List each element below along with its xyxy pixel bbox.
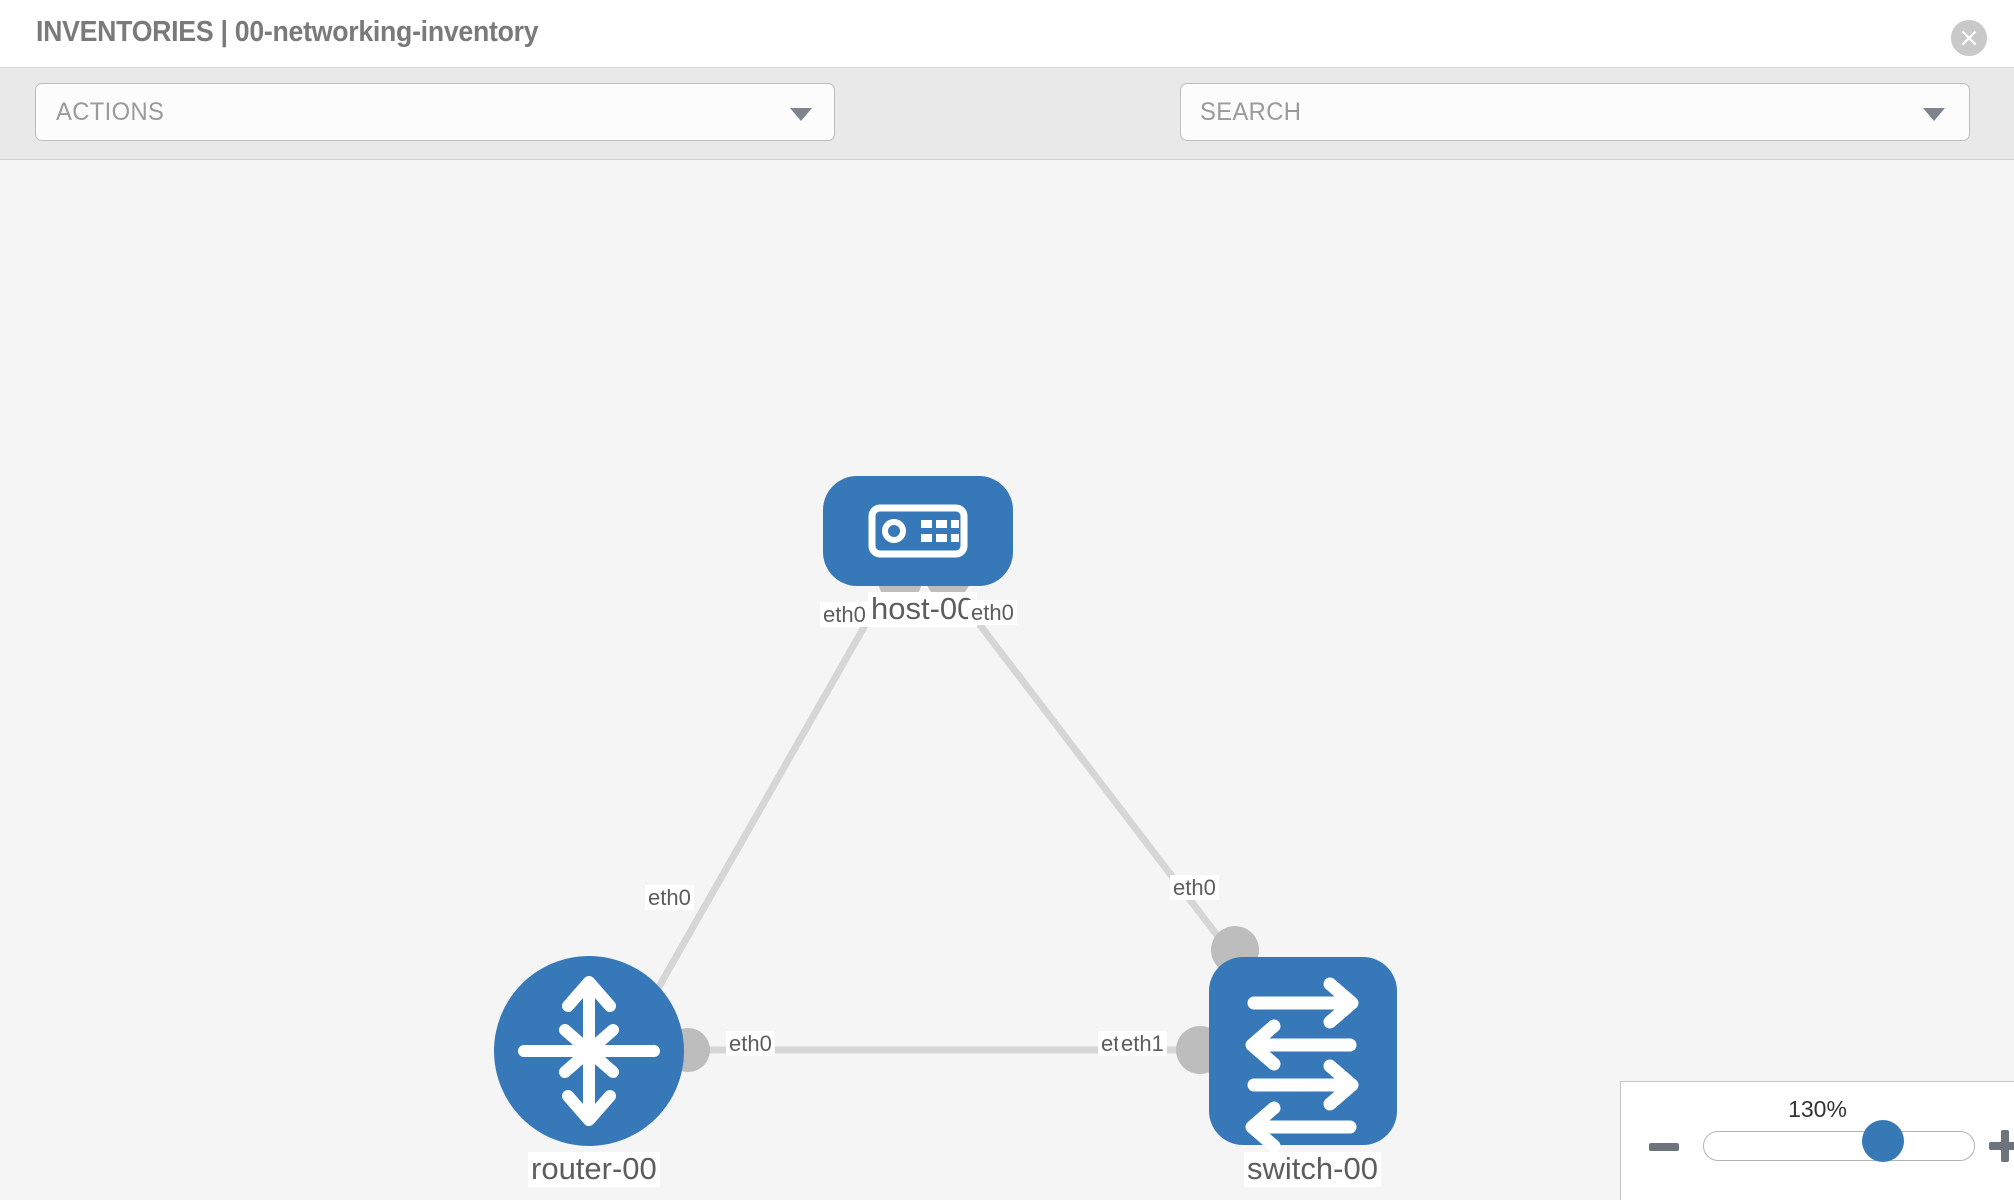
- zoom-slider[interactable]: [1703, 1131, 1975, 1161]
- search-placeholder-label: SEARCH: [1200, 98, 1302, 126]
- node-label-host-00: host-00: [868, 592, 978, 627]
- minus-icon[interactable]: [1649, 1143, 1679, 1151]
- close-icon[interactable]: [1951, 20, 1987, 56]
- iface-label: eth0: [1170, 875, 1219, 901]
- iface-label: eth0: [968, 600, 1017, 626]
- topology-graph: [494, 476, 1397, 1153]
- zoom-control-panel: 130%: [1620, 1081, 2014, 1200]
- plus-icon[interactable]: [1989, 1130, 2014, 1162]
- link-host-switch: [940, 574, 1240, 964]
- link-host-router: [636, 574, 896, 1024]
- toolbar: ACTIONS SEARCH: [0, 68, 2014, 203]
- node-router-00[interactable]: [494, 956, 684, 1146]
- actions-dropdown-label: ACTIONS: [56, 98, 165, 126]
- iface-label: eth0: [726, 1031, 775, 1057]
- actions-dropdown[interactable]: ACTIONS: [35, 83, 835, 141]
- page-title: INVENTORIES | 00-networking-inventory: [36, 16, 539, 48]
- node-switch-00[interactable]: [1209, 957, 1397, 1153]
- node-label-router-00: router-00: [528, 1152, 660, 1187]
- node-label-switch-00: switch-00: [1244, 1152, 1381, 1187]
- node-host-00[interactable]: [823, 476, 1013, 586]
- chevron-down-icon: [790, 108, 812, 121]
- iface-label: eth0: [645, 885, 694, 911]
- title-bar: INVENTORIES | 00-networking-inventory: [0, 0, 2014, 68]
- topology-canvas[interactable]: eth0 host-00 eth0 eth0 eth0 eth0 eth eth…: [0, 160, 2014, 1200]
- chevron-down-icon: [1923, 108, 1945, 121]
- iface-label: eth1: [1118, 1031, 1167, 1057]
- search-input[interactable]: SEARCH: [1180, 83, 1970, 141]
- iface-label: eth0: [820, 602, 869, 628]
- zoom-slider-thumb[interactable]: [1862, 1120, 1904, 1162]
- zoom-percent-label: 130%: [1788, 1096, 1847, 1122]
